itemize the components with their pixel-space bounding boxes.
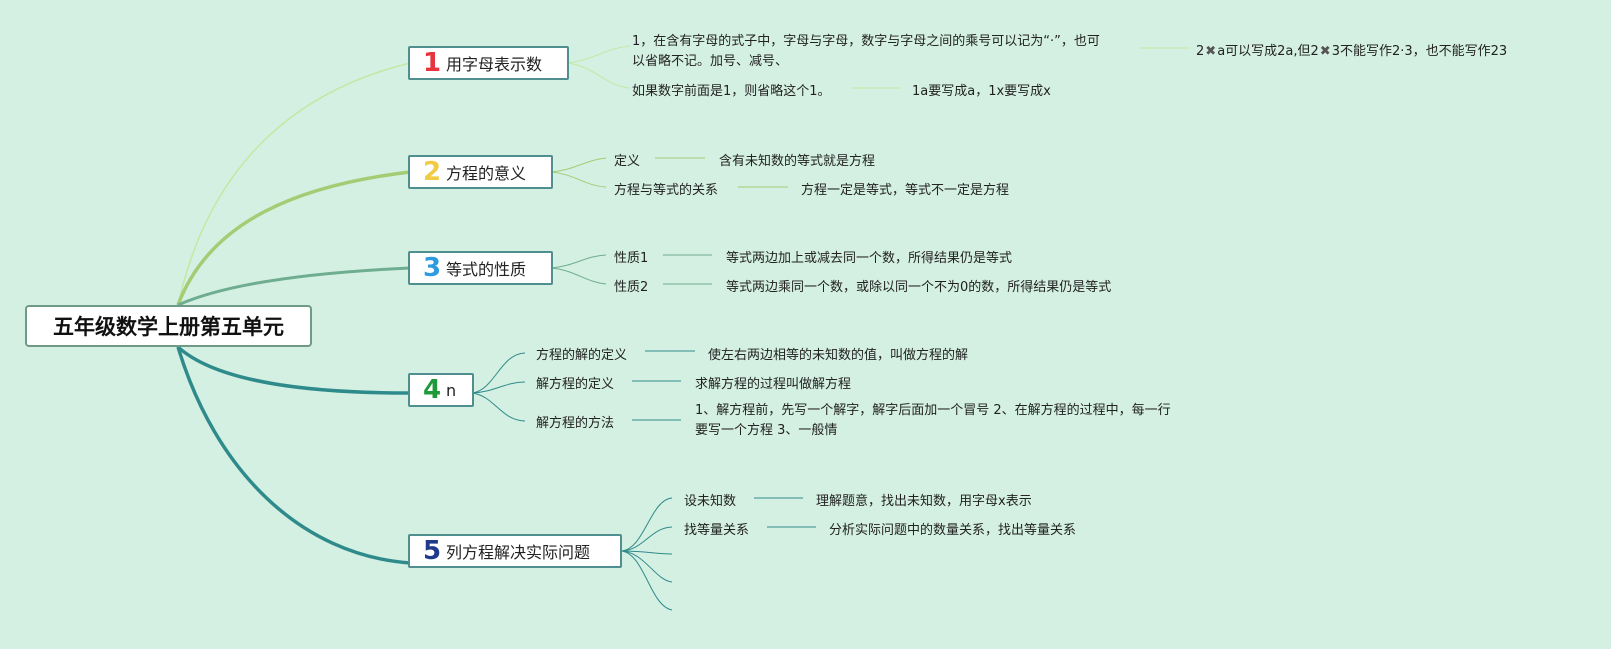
leaf-1-1-part-b: a可以写成2a,但2 [1217, 44, 1319, 59]
subtopic-5-1[interactable]: 设未知数 [684, 490, 736, 509]
number-4-icon: 4 [422, 375, 442, 405]
number-2-icon: 2 [422, 157, 442, 187]
subtopic-5-2[interactable]: 找等量关系 [684, 519, 749, 538]
leaf-1-2-label: 1a要写成a，1x要写成x [912, 84, 1051, 99]
leaf-4-2[interactable]: 求解方程的过程叫做解方程 [695, 373, 851, 392]
sub-line-5-3 [621, 550, 673, 555]
sub-line-4-2 [471, 381, 526, 394]
number-3-icon: 3 [422, 253, 442, 283]
sub-line-3-1 [550, 254, 607, 269]
branch-line-3 [177, 266, 411, 307]
branch-line-1 [177, 62, 411, 306]
subtopic-4-3-label: 解方程的方法 [536, 416, 615, 431]
sub-line-1-1 [566, 45, 631, 64]
leaf-1-1[interactable]: 2✖a可以写成2a,但2✖3不能写作2·3，也不能写作23 [1196, 40, 1507, 59]
leaf-2-1[interactable]: 含有未知数的等式就是方程 [719, 150, 875, 169]
leaf-2-2[interactable]: 方程一定是等式，等式不一定是方程 [801, 179, 1009, 198]
subtopic-3-1-label: 性质1 [614, 251, 649, 266]
subtopic-4-3[interactable]: 解方程的方法 [536, 412, 614, 431]
subtopic-1-2-label: 如果数字前面是1，则省略这个1。 [632, 84, 831, 99]
subtopic-1-1-label: 1，在含有字母的式子中，字母与字母，数字与字母之间的乘号可以记为“·”，也可以省… [632, 34, 1100, 69]
subtopic-1-2[interactable]: 如果数字前面是1，则省略这个1。 [632, 80, 831, 99]
leaf-4-3-label: 1、解方程前，先写一个解字，解字后面加一个冒号 2、在解方程的过程中，每一行要写… [695, 403, 1171, 438]
subtopic-2-2[interactable]: 方程与等式的关系 [614, 179, 718, 198]
subtopic-3-2-label: 性质2 [614, 280, 649, 295]
leaf-1-2[interactable]: 1a要写成a，1x要写成x [912, 80, 1051, 99]
branch-line-5 [176, 346, 411, 565]
topic-2-label: 方程的意义 [446, 164, 527, 183]
leaf-5-2[interactable]: 分析实际问题中的数量关系，找出等量关系 [829, 519, 1076, 538]
topic-4-label: n [446, 380, 457, 400]
topic-5[interactable]: 5 列方程解决实际问题 [408, 534, 622, 568]
sub-line-3-2 [550, 267, 607, 285]
leaf-5-1-label: 理解题意，找出未知数，用字母x表示 [816, 494, 1032, 509]
topic-5-label: 列方程解决实际问题 [446, 543, 591, 562]
sub-line-2-1 [550, 157, 607, 173]
branch-line-4 [176, 345, 411, 395]
leaf-4-1-label: 使左右两边相等的未知数的值，叫做方程的解 [708, 348, 969, 363]
sub-line-5-5 [621, 550, 673, 611]
subtopic-3-1[interactable]: 性质1 [614, 247, 648, 266]
sub-line-4-3 [471, 392, 526, 422]
topic-1[interactable]: 1 用字母表示数 [408, 46, 569, 80]
leaf-5-1[interactable]: 理解题意，找出未知数，用字母x表示 [816, 490, 1032, 509]
sub-line-5-2 [621, 526, 673, 552]
subtopic-4-2-label: 解方程的定义 [536, 377, 615, 392]
topic-3[interactable]: 3 等式的性质 [408, 251, 553, 285]
subtopic-3-2[interactable]: 性质2 [614, 276, 648, 295]
subtopic-2-1[interactable]: 定义 [614, 150, 640, 169]
leaf-4-3[interactable]: 1、解方程前，先写一个解字，解字后面加一个冒号 2、在解方程的过程中，每一行要写… [695, 401, 1180, 441]
leaf-3-2-label: 等式两边乘同一个数，或除以同一个不为0的数，所得结果仍是等式 [726, 280, 1112, 295]
topic-2[interactable]: 2 方程的意义 [408, 155, 553, 189]
subtopic-5-2-label: 找等量关系 [684, 523, 750, 538]
subtopic-1-1[interactable]: 1，在含有字母的式子中，字母与字母，数字与字母之间的乘号可以记为“·”，也可以省… [632, 32, 1110, 72]
sub-line-5-4 [621, 550, 673, 583]
subtopic-4-1[interactable]: 方程的解的定义 [536, 344, 627, 363]
sub-line-5-1 [621, 497, 673, 552]
leaf-2-2-label: 方程一定是等式，等式不一定是方程 [801, 183, 1010, 198]
topic-3-label: 等式的性质 [446, 260, 527, 279]
leaf-4-1[interactable]: 使左右两边相等的未知数的值，叫做方程的解 [708, 344, 968, 363]
leaf-3-2[interactable]: 等式两边乘同一个数，或除以同一个不为0的数，所得结果仍是等式 [726, 276, 1111, 295]
leaf-1-1-part-c: 3不能写作2·3，也不能写作23 [1331, 44, 1508, 59]
leaf-5-2-label: 分析实际问题中的数量关系，找出等量关系 [829, 523, 1077, 538]
leaf-3-1[interactable]: 等式两边加上或减去同一个数，所得结果仍是等式 [726, 247, 1012, 266]
leaf-1-1-part-a: 2 [1196, 44, 1205, 59]
topic-4[interactable]: 4 n [408, 373, 474, 407]
subtopic-2-1-label: 定义 [614, 154, 641, 169]
multiply-x-icon: ✖ [1205, 44, 1217, 59]
sub-line-4-1 [471, 352, 526, 394]
multiply-x-icon: ✖ [1319, 44, 1331, 59]
number-1-icon: 1 [422, 48, 442, 78]
subtopic-4-2[interactable]: 解方程的定义 [536, 373, 614, 392]
leaf-2-1-label: 含有未知数的等式就是方程 [719, 154, 876, 169]
number-5-icon: 5 [422, 536, 442, 566]
subtopic-4-1-label: 方程的解的定义 [536, 348, 628, 363]
topic-1-label: 用字母表示数 [446, 55, 543, 74]
branch-line-2 [176, 170, 411, 306]
subtopic-5-1-label: 设未知数 [684, 494, 737, 509]
sub-line-2-2 [550, 171, 607, 188]
leaf-4-2-label: 求解方程的过程叫做解方程 [695, 377, 852, 392]
root-topic-label: 五年级数学上册第五单元 [53, 315, 284, 339]
subtopic-2-2-label: 方程与等式的关系 [614, 183, 719, 198]
leaf-3-1-label: 等式两边加上或减去同一个数，所得结果仍是等式 [726, 251, 1013, 266]
sub-line-1-2 [566, 62, 631, 89]
root-topic[interactable]: 五年级数学上册第五单元 [25, 305, 312, 347]
